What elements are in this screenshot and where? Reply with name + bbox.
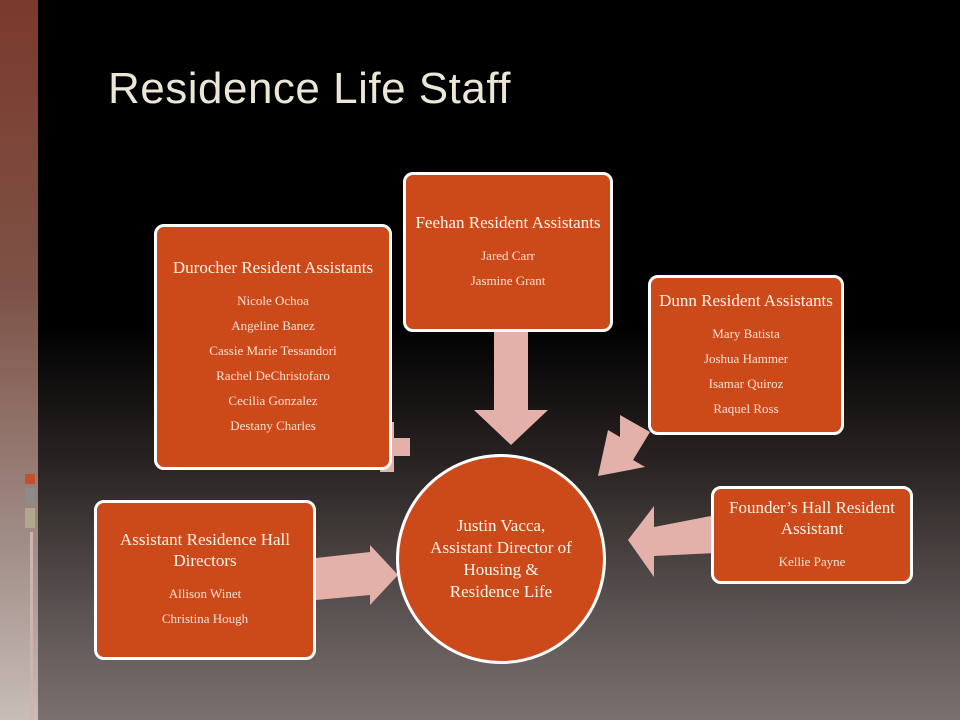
feehan-name: Jasmine Grant — [470, 272, 546, 288]
founders-title: Founder’s Hall Resident Assistant — [729, 497, 895, 538]
durocher-name: Angeline Banez — [231, 317, 315, 333]
dunn-name: Raquel Ross — [713, 400, 779, 416]
accent-square-gray — [25, 488, 35, 504]
arrow-ahd — [316, 545, 398, 605]
ahd-name: Allison Winet — [168, 586, 242, 601]
feehan-name: Jared Carr — [481, 247, 535, 263]
durocher-name: Destany Charles — [230, 417, 316, 433]
durocher-name: Rachel DeChristofaro — [216, 367, 330, 383]
arrow-feehan — [474, 332, 548, 445]
dunn-title: Dunn Resident Assistants — [659, 290, 833, 310]
dunn-name: Joshua Hammer — [703, 350, 789, 366]
feehan-box: Feehan Resident Assistants Jared Carr Ja… — [403, 172, 613, 332]
accent-line — [30, 532, 33, 720]
accent-square-tan — [25, 508, 35, 528]
dunn-box: Dunn Resident Assistants Mary Batista Jo… — [648, 275, 844, 435]
center-node: Justin Vacca, Assistant Director of Hous… — [396, 454, 606, 664]
founders-box: Founder’s Hall Resident Assistant Kellie… — [711, 486, 913, 584]
dunn-name: Mary Batista — [712, 325, 780, 341]
founders-name: Kellie Payne — [778, 553, 846, 569]
durocher-name: Cecilia Gonzalez — [228, 392, 318, 408]
durocher-name: Nicole Ochoa — [237, 292, 309, 308]
arrow-dunn — [598, 415, 650, 476]
dunn-name: Isamar Quiroz — [708, 375, 784, 391]
slide-title: Residence Life Staff — [108, 64, 511, 113]
durocher-title: Durocher Resident Assistants — [172, 257, 374, 277]
ahd-title: Assistant Residence Hall Directors — [120, 530, 290, 570]
center-label: Justin Vacca, Assistant Director of Hous… — [430, 516, 572, 601]
ahd-name: Christina Hough — [161, 611, 249, 626]
feehan-title: Feehan Resident Assistants — [415, 212, 601, 232]
ahd-box: Assistant Residence Hall Directors Allis… — [94, 500, 316, 660]
arrow-founders — [628, 506, 716, 577]
accent-square-red — [25, 474, 35, 484]
durocher-name: Cassie Marie Tessandori — [209, 342, 337, 358]
durocher-box: Durocher Resident Assistants Nicole Ocho… — [154, 224, 392, 470]
